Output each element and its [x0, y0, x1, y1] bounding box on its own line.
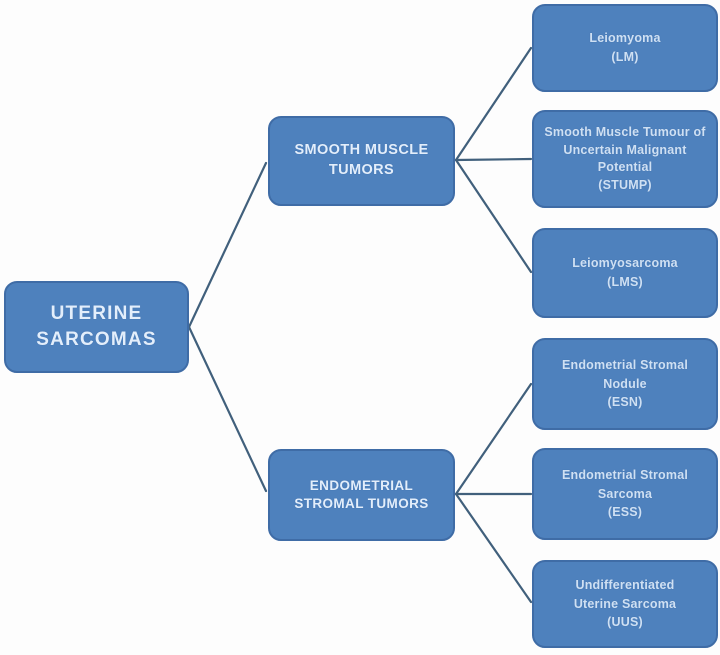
node-undifferentiated-uterine-sarcoma: Undifferentiated Uterine Sarcoma (UUS) [532, 560, 718, 648]
connector-root-to-endometrial [187, 325, 268, 493]
node-leiomyosarcoma: Leiomyosarcoma (LMS) [532, 228, 718, 318]
connector-smooth-to-leiomyosarcoma [454, 158, 533, 274]
node-leiomyoma: Leiomyoma (LM) [532, 4, 718, 92]
connector-root-to-smooth-muscle [187, 161, 268, 329]
node-smooth-muscle-tumors: SMOOTH MUSCLE TUMORS [268, 116, 455, 206]
connector-smooth-to-stump [454, 157, 533, 162]
connector-smooth-to-leiomyoma [454, 46, 533, 162]
node-endometrial-stromal-tumors: ENDOMETRIAL STROMAL TUMORS [268, 449, 455, 541]
node-endometrial-stromal-sarcoma: Endometrial Stromal Sarcoma (ESS) [532, 448, 718, 540]
node-stump: Smooth Muscle Tumour of Uncertain Malign… [532, 110, 718, 208]
connector-endometrial-to-undiff [454, 492, 533, 604]
connector-endometrial-to-nodule [454, 382, 533, 496]
node-endometrial-stromal-nodule: Endometrial Stromal Nodule (ESN) [532, 338, 718, 430]
node-uterine-sarcomas: UTERINE SARCOMAS [4, 281, 189, 373]
